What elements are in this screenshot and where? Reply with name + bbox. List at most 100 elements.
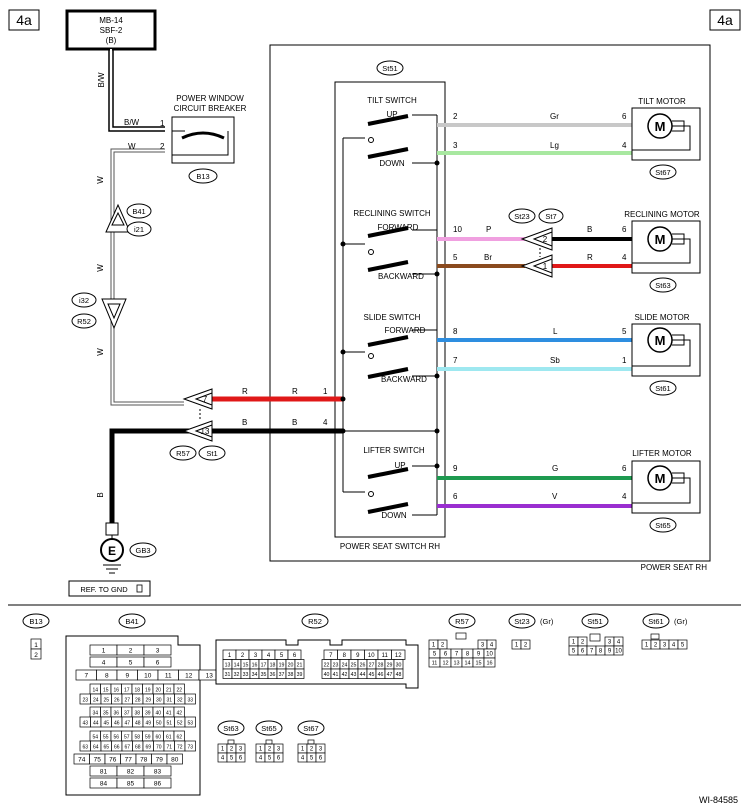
- legend-r57-pin-cell: [483, 657, 496, 668]
- legend-st23-pin: 1: [515, 643, 519, 649]
- legend-b41-pin: 67: [124, 745, 130, 751]
- tilt-motor: TILT MOTOR M 6 4 St67: [622, 97, 701, 180]
- legend-b41-pin: 4: [102, 660, 106, 667]
- legend-b41-pin-cell: [143, 777, 172, 789]
- wire-p-label: P: [486, 225, 491, 234]
- legend-r52-pin: 48: [396, 672, 402, 678]
- legend-b41-pin: 37: [124, 711, 130, 717]
- legend-b41-pin: 14: [92, 688, 98, 694]
- legend-st67-pin: 6: [319, 756, 323, 762]
- legend-st61-pin: 4: [672, 643, 676, 649]
- wire-r-recline-label: R: [587, 253, 593, 262]
- legend-r57-pin: 14: [464, 661, 470, 667]
- junction-7: [182, 388, 213, 410]
- wire-br-label: Br: [484, 253, 492, 262]
- legend-st51-pin: 9: [608, 649, 612, 655]
- legend-st67-pin: 3: [319, 747, 323, 753]
- breaker-pin-2: 2: [160, 142, 165, 151]
- fuse-label-2: SBF-2: [100, 26, 123, 35]
- ground-ref-label: REF. TO GND: [80, 585, 128, 594]
- legend-b41-pin: 52: [177, 721, 183, 727]
- legend-r52-pin: 45: [369, 672, 375, 678]
- legend-st51-pin: 5: [572, 649, 576, 655]
- legend-b41-pin: 29: [145, 698, 151, 704]
- legend-r52-pin: 34: [252, 672, 258, 678]
- legend-b41-pin: 24: [93, 698, 99, 704]
- connector-i21-tag: [126, 221, 152, 237]
- legend-b41-pin: 56: [113, 735, 119, 741]
- legend-r52-label: R52: [308, 617, 322, 626]
- recline-switch-label: RECLINING SWITCH: [353, 209, 431, 218]
- legend-st65-pin-cell: [273, 752, 284, 763]
- legend-st51-pin: 8: [599, 649, 603, 655]
- legend-r52-pin: 21: [297, 663, 303, 669]
- legend-b41-pin-cell: [143, 656, 172, 668]
- recline-pin-back: 5: [453, 253, 458, 262]
- legend-b41-pin: 43: [82, 721, 88, 727]
- legend-st65-pin: 6: [277, 756, 281, 762]
- wire-label-b-vertical: B: [96, 492, 105, 497]
- fuse-label-1: MB-14: [99, 16, 123, 25]
- legend-r52-pin: 15: [243, 663, 249, 669]
- switch-box-title: POWER SEAT SWITCH RH: [340, 542, 440, 551]
- legend-r52-pin: 6: [293, 653, 297, 659]
- legend-st23-pin: 2: [524, 643, 528, 649]
- slide-motor-label: SLIDE MOTOR: [635, 313, 690, 322]
- legend-st61-label: St61: [648, 617, 663, 626]
- legend-b41-pin: 57: [124, 735, 130, 741]
- connector-b41-tag: [126, 203, 152, 219]
- legend-st23-color: (Gr): [540, 617, 554, 626]
- legend-b41-pin: 77: [125, 757, 133, 764]
- legend-b13-label: B13: [29, 617, 42, 626]
- legend-b41-pin: 58: [134, 735, 140, 741]
- legend-b41-pin: 51: [166, 721, 172, 727]
- legend-r52-pin: 1: [228, 653, 232, 659]
- wire-label-w-v1: W: [96, 176, 105, 184]
- legend-b41-pin-cell: [166, 753, 183, 765]
- legend-b41-pin: 73: [187, 745, 193, 751]
- connector-st1-label: St1: [206, 449, 217, 458]
- lifter-pin-down: 6: [453, 492, 458, 501]
- legend-st63-pin: 3: [239, 747, 243, 753]
- legend-b13-pin: 1: [34, 642, 38, 649]
- legend-r52-pin-cell: [393, 668, 404, 679]
- junction-recline-2-label: 2: [543, 235, 548, 244]
- recline-motor-pin-b: 4: [622, 253, 627, 262]
- legend-r52-pin: 41: [333, 672, 339, 678]
- wire-label-w-v2: W: [96, 264, 105, 272]
- legend-r52-pin: 33: [243, 672, 249, 678]
- wire-w-breaker-out: [110, 148, 184, 406]
- legend-st23-tag: [508, 613, 536, 629]
- legend-b13-pin-cell: [30, 648, 42, 660]
- legend-r57-pin: 8: [466, 652, 470, 658]
- legend-st23-pin-cell: [520, 639, 531, 650]
- legend-r57-pin: 4: [490, 643, 494, 649]
- legend-b41-pin: 2: [129, 648, 133, 655]
- legend-st63-pin: 2: [230, 747, 234, 753]
- legend-r52-pin: 13: [225, 663, 231, 669]
- legend-st65-pin: 5: [268, 756, 272, 762]
- wire-label-w-v3: W: [96, 348, 105, 356]
- tilt-motor-pin-a: 6: [622, 112, 627, 121]
- legend-b41-pin: 75: [94, 757, 102, 764]
- legend-st61-tag: [642, 613, 670, 629]
- legend-st65-pin: 2: [268, 747, 272, 753]
- tilt-pin-up: 2: [453, 112, 458, 121]
- legend-r52-pin: 9: [356, 653, 360, 659]
- lifter-motor-conn: St65: [655, 521, 670, 530]
- legend-st65-label: St65: [261, 724, 276, 733]
- ground-ref-icon: [136, 584, 143, 593]
- legend-b41-pin: 44: [93, 721, 99, 727]
- connector-r57-tag: [169, 445, 197, 461]
- legend-r52-pin-cell: [294, 668, 305, 679]
- wire-label-b-1: B: [242, 418, 247, 427]
- legend-b41-pin: 10: [144, 673, 152, 680]
- legend-r52-pin: 25: [351, 663, 357, 669]
- fuse-label-3: (B): [106, 36, 117, 45]
- legend-st51-pin: 6: [581, 649, 585, 655]
- legend-st51-pin: 2: [581, 640, 585, 646]
- legend-st51-pin: 1: [572, 640, 576, 646]
- legend-b41-pin: 62: [176, 735, 182, 741]
- switch-bus-right: [412, 114, 438, 516]
